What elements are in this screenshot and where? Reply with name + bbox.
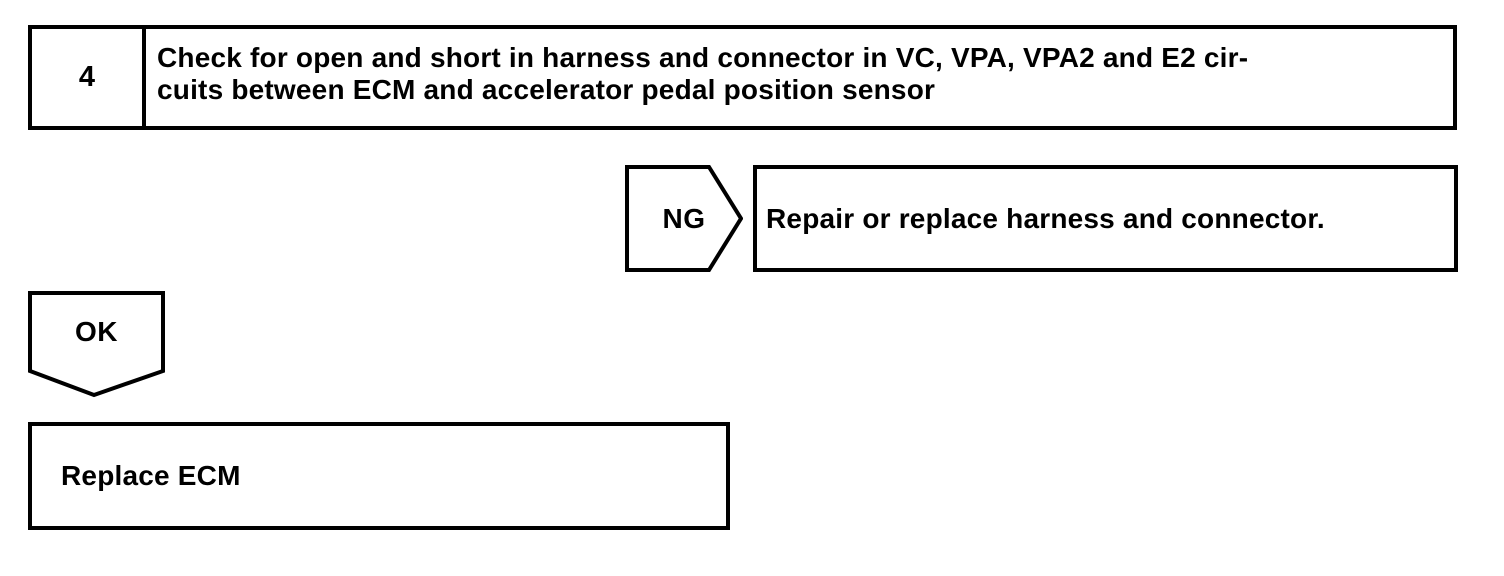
step-header-box: 4 Check for open and short in harness an…: [28, 25, 1457, 130]
ok-pentagon-shape: [28, 291, 165, 398]
ng-action-text: Repair or replace harness and connector.: [766, 202, 1325, 234]
ng-pentagon-shape: [625, 165, 743, 272]
ok-connector: OK: [28, 291, 165, 398]
ng-connector: NG: [625, 165, 743, 272]
ng-action-box: Repair or replace harness and connector.: [753, 165, 1458, 272]
ok-action-box: Replace ECM: [28, 422, 730, 530]
ok-label: OK: [75, 315, 118, 347]
step-title-line-1: Check for open and short in harness and …: [157, 42, 1249, 73]
step-number-cell: 4: [32, 29, 146, 126]
ng-label: NG: [662, 202, 706, 234]
step-title: Check for open and short in harness and …: [146, 29, 1453, 126]
step-number: 4: [78, 61, 96, 93]
ok-action-text: Replace ECM: [61, 460, 241, 491]
step-title-line-2: cuits between ECM and accelerator pedal …: [157, 74, 936, 105]
